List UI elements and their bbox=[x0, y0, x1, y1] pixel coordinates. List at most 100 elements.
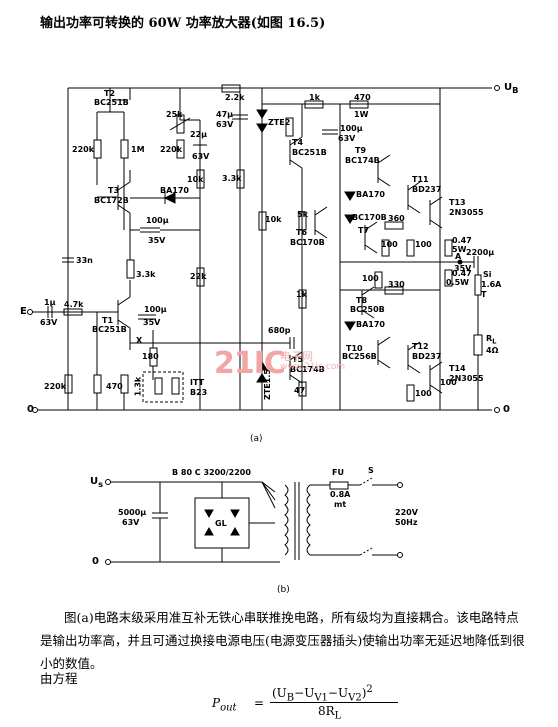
c-22u: 22μ bbox=[190, 130, 208, 139]
circuit-schematic bbox=[27, 84, 500, 565]
c-33n: 33n bbox=[76, 256, 93, 265]
r-1m: 1M bbox=[131, 145, 145, 154]
formula-equals: = bbox=[254, 696, 265, 710]
r-5k: 5k bbox=[297, 210, 308, 219]
c-2200u-v: 35V bbox=[454, 264, 472, 273]
t14-type: 2N3055 bbox=[449, 374, 484, 383]
ntc-name: ITT bbox=[190, 378, 205, 387]
r-3k3-b: 3.3k bbox=[222, 174, 242, 183]
t1-label: T1 bbox=[102, 316, 114, 325]
r-10k-b: 10k bbox=[265, 215, 282, 224]
fuse-si-value: 1.6A bbox=[481, 280, 502, 289]
fuse-label: FU bbox=[332, 468, 344, 477]
r-470: 470 bbox=[106, 382, 123, 391]
r-047-a-power: 5W bbox=[452, 245, 467, 254]
c-100u-c-v: 35V bbox=[148, 236, 166, 245]
node-a-label: A bbox=[455, 252, 462, 261]
us-label: Us bbox=[90, 476, 104, 489]
r-047-a: 0.47 bbox=[452, 236, 472, 245]
t12-label: T12 bbox=[412, 342, 429, 351]
c-2200u: 2200μ bbox=[466, 248, 495, 257]
node-t-label: T bbox=[481, 290, 487, 299]
c-47u-v: 63V bbox=[216, 120, 234, 129]
t4-label: T4 bbox=[292, 138, 304, 147]
r-100-a: 100 bbox=[381, 240, 398, 249]
c-680p: 680p bbox=[268, 326, 291, 335]
d-ba170-b: BA170 bbox=[356, 190, 385, 199]
r-3k3-a: 3.3k bbox=[136, 270, 156, 279]
ntc-box bbox=[142, 371, 184, 403]
page-title: 输出功率可转换的 60W 功率放大器(如图 16.5) bbox=[40, 16, 326, 31]
t2-label: T2 bbox=[104, 89, 116, 98]
r-100-e: 100 bbox=[440, 378, 457, 387]
fuse-si-label: Si bbox=[483, 270, 492, 279]
t7-type: BC170B bbox=[352, 213, 387, 222]
formula-numerator: (UB−UV1−UV2)2 bbox=[272, 684, 373, 704]
ground-terminal-left bbox=[32, 407, 38, 413]
t14-label: T14 bbox=[449, 364, 466, 373]
ub-label: UB bbox=[504, 82, 519, 95]
t13-type: 2N3055 bbox=[449, 208, 484, 217]
ntc-value: B23 bbox=[190, 388, 208, 397]
mains-frequency: 50Hz bbox=[395, 518, 418, 527]
d-ba170-a: BA170 bbox=[160, 186, 189, 195]
r-47: 47 bbox=[294, 386, 306, 395]
resistor-4k7 bbox=[63, 308, 83, 316]
t4-type: BC251B bbox=[292, 148, 327, 157]
c-1u: 1μ bbox=[44, 298, 56, 307]
t13-label: T13 bbox=[449, 198, 466, 207]
bridge-label: B 80 C 3200/2200 bbox=[172, 468, 251, 477]
r-470-top-power: 1W bbox=[354, 110, 369, 119]
power-formula: Pout = (UB−UV1−UV2)2 8RL bbox=[212, 684, 412, 722]
t9-type: BC174B bbox=[345, 156, 380, 165]
paragraph-equation-intro: 由方程 bbox=[40, 671, 78, 686]
ground-right-label: 0 bbox=[503, 404, 510, 415]
c-1u-v: 63V bbox=[40, 318, 58, 327]
r-1k-top: 1k bbox=[309, 93, 320, 102]
r-22k: 22k bbox=[190, 272, 207, 281]
t9-label: T9 bbox=[355, 146, 367, 155]
c-47u: 47μ bbox=[216, 110, 234, 119]
ub-terminal bbox=[494, 85, 500, 91]
paragraph-description: 图(a)电路末级采用准互补无铁心串联推挽电路，所有级均为直接耦合。该电路特点是输… bbox=[40, 610, 525, 671]
r-1k-b: 1k bbox=[296, 290, 307, 299]
mains-voltage: 220V bbox=[395, 508, 418, 517]
t10-label: T10 bbox=[346, 344, 363, 353]
d-zte2: ZTE2 bbox=[268, 118, 291, 127]
t7-label: T7 bbox=[358, 226, 370, 235]
formula-denominator: 8RL bbox=[318, 704, 342, 722]
t6-label: T6 bbox=[296, 228, 308, 237]
t8-label: T8 bbox=[356, 296, 368, 305]
input-e-label: E bbox=[20, 306, 27, 317]
c-100u-c: 100μ bbox=[146, 216, 169, 225]
watermark-logo: 21IC bbox=[214, 346, 286, 381]
r-220k-3: 220k bbox=[44, 382, 67, 391]
formula-lhs: Pout bbox=[212, 696, 237, 714]
r-047-b-power: 0.5W bbox=[446, 278, 469, 287]
watermark-cn: 电子网 bbox=[280, 350, 313, 363]
r-470-top: 470 bbox=[354, 93, 371, 102]
transformer-primary bbox=[306, 484, 311, 556]
fuse-value: 0.8A bbox=[330, 490, 351, 499]
r-2k2: 2.2k bbox=[225, 93, 245, 102]
t3-label: T3 bbox=[108, 186, 120, 195]
ground-terminal-right bbox=[494, 407, 500, 413]
fuse-type: mt bbox=[334, 500, 347, 509]
r-220k-1: 220k bbox=[72, 145, 95, 154]
rl-value: 4Ω bbox=[486, 346, 499, 355]
rl-label: RL bbox=[486, 334, 497, 346]
zero-label-b: 0 bbox=[92, 556, 99, 567]
figure-b-caption: (b) bbox=[277, 585, 290, 595]
r-047-b: 0.47 bbox=[452, 269, 472, 278]
t6-type: BC170B bbox=[290, 238, 325, 247]
t11-type: BD237 bbox=[412, 185, 442, 194]
r-100-b: 100 bbox=[415, 240, 432, 249]
figure-a-caption: (a) bbox=[250, 434, 263, 444]
r-25k-pot: 25k bbox=[166, 110, 183, 119]
t11-label: T11 bbox=[412, 175, 429, 184]
r-360: 360 bbox=[388, 214, 405, 223]
r-1k3: 1.3k bbox=[133, 376, 143, 397]
r-100-d: 100 bbox=[415, 389, 432, 398]
r-10k: 10k bbox=[187, 175, 204, 184]
t5-label: T5 bbox=[292, 355, 304, 364]
